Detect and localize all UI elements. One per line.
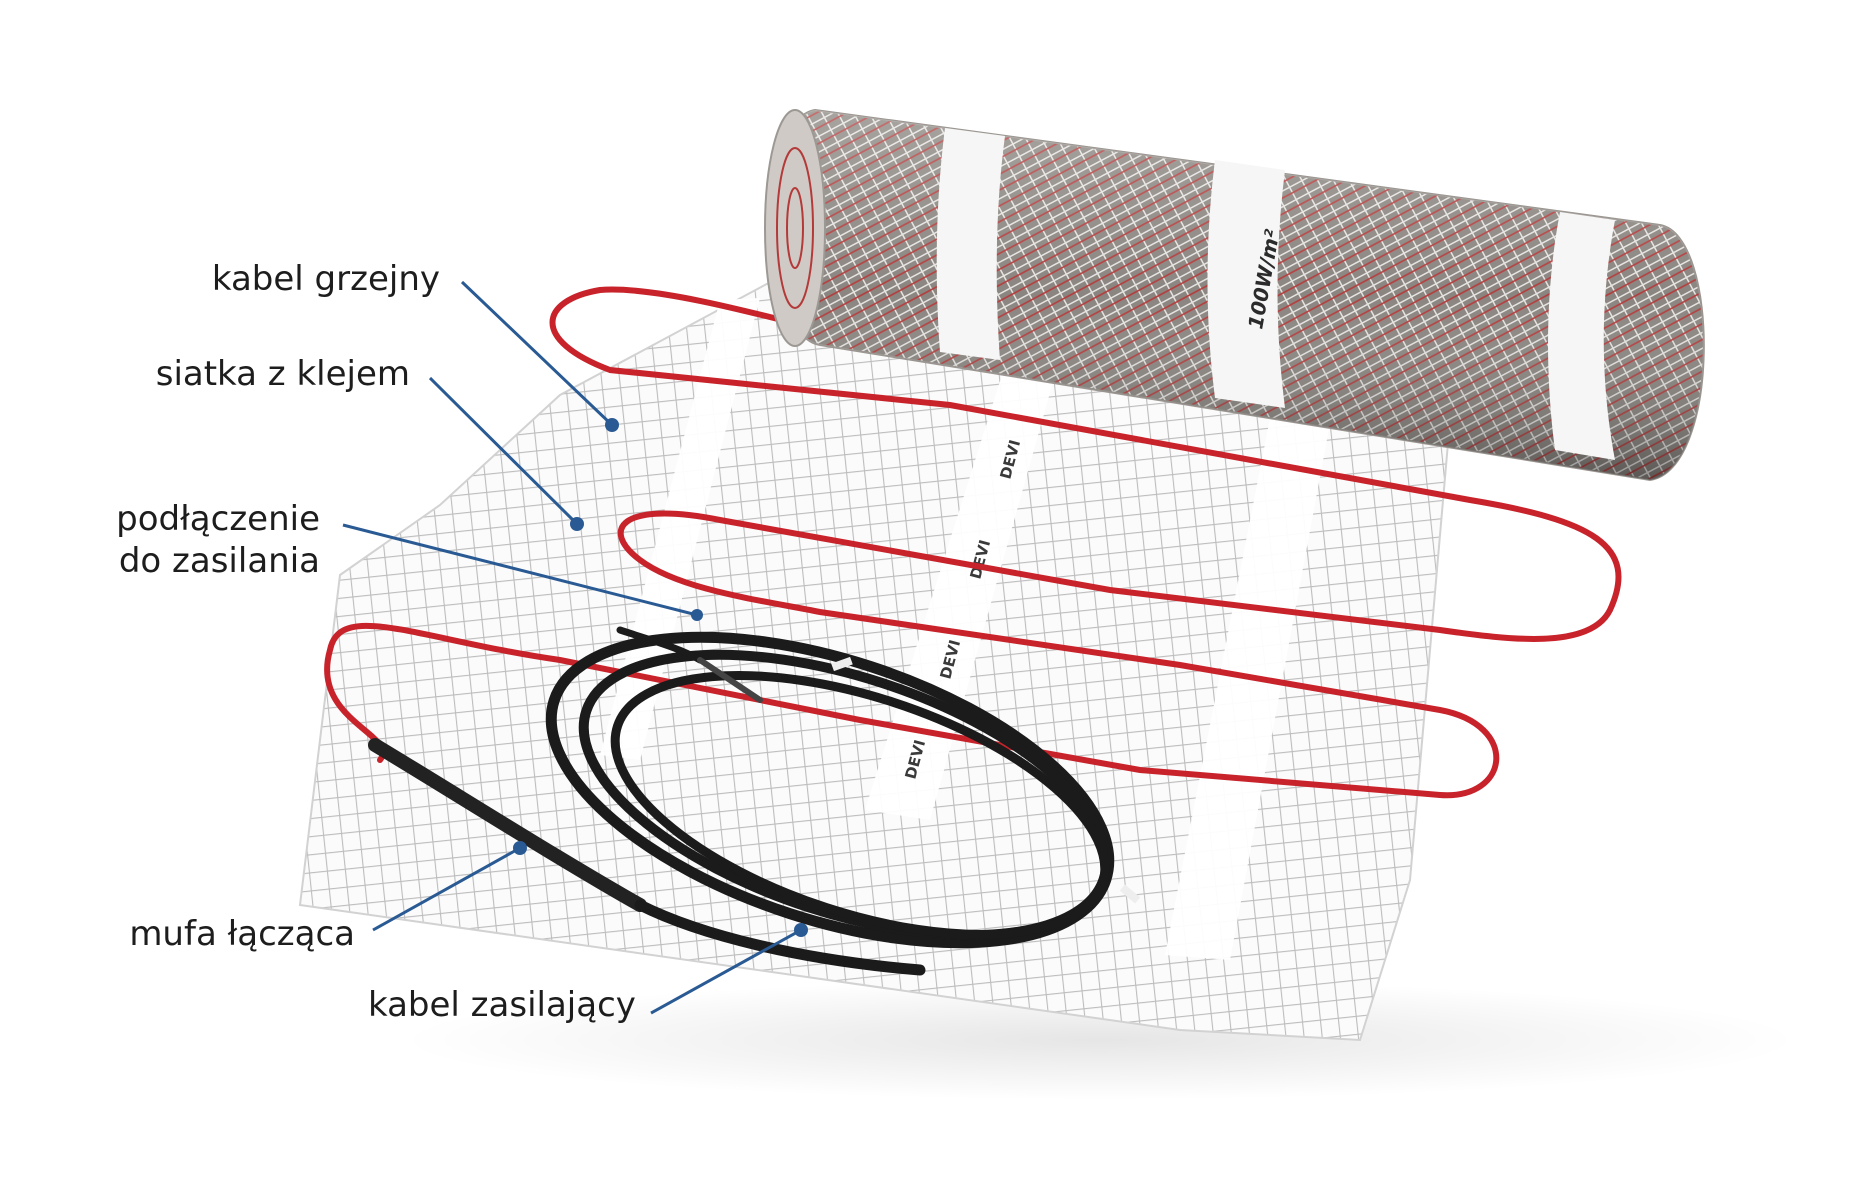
leader-adhesive-mesh xyxy=(428,376,579,526)
leader-supply-cable xyxy=(650,928,802,1015)
cable-tie-2 xyxy=(1119,884,1141,904)
callout-power-connection-line1: podłączenie xyxy=(116,499,320,539)
callout-power-connection-line2: do zasilania xyxy=(118,541,320,581)
callout-power-connection: podłączenie do zasilania xyxy=(90,498,320,582)
leader-dot-power-connection xyxy=(691,609,703,621)
callout-joint-sleeve: mufa łącząca xyxy=(129,914,355,954)
leader-dot-adhesive-mesh xyxy=(570,517,584,531)
leader-heating-cable xyxy=(460,280,614,427)
leader-power-connection xyxy=(342,523,698,617)
joint-sleeve xyxy=(368,738,647,912)
callout-adhesive-mesh: siatka z klejem xyxy=(155,354,410,394)
leader-dot-supply-cable xyxy=(794,923,808,937)
callout-supply-cable: kabel zasilający xyxy=(368,985,636,1025)
cable-tie-1 xyxy=(831,656,853,672)
callout-heating-cable: kabel grzejny xyxy=(211,259,440,299)
leader-lines xyxy=(342,280,808,1015)
leader-dot-joint-sleeve xyxy=(513,841,527,855)
leader-joint-sleeve xyxy=(372,846,521,932)
floor-shadow xyxy=(400,980,1800,1100)
supply-cable-coil xyxy=(545,626,1115,976)
mat-roll: 100W/m² xyxy=(764,108,1705,482)
leader-dot-heating-cable xyxy=(605,418,619,432)
